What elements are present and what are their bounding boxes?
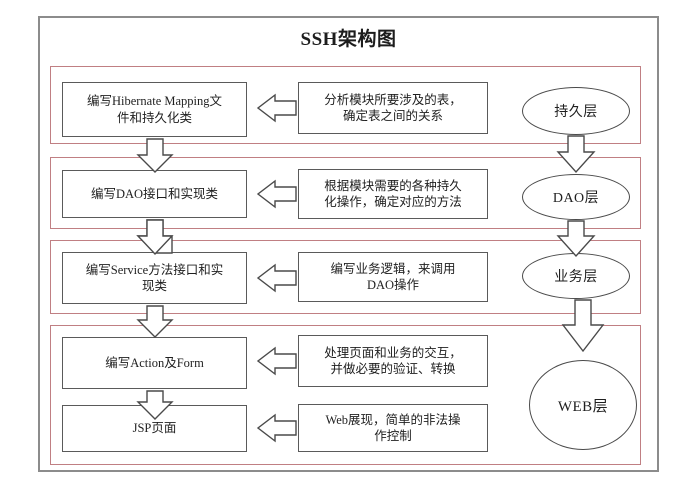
layer-label: 持久层 bbox=[554, 105, 598, 120]
task-box-dao-interface[interactable]: 编写DAO接口和实现类 bbox=[62, 170, 247, 218]
task-line-2: 现类 bbox=[141, 279, 167, 293]
layer-label: 业务层 bbox=[554, 270, 598, 285]
desc-box-business-logic[interactable]: 编写业务逻辑，来调用 DAO操作 bbox=[298, 252, 488, 302]
task-line-1: JSP页面 bbox=[132, 421, 177, 436]
layer-oval-business[interactable]: 业务层 bbox=[522, 253, 630, 299]
layer-oval-persistence[interactable]: 持久层 bbox=[522, 87, 630, 135]
task-line-1: 编写Hibernate Mapping文 bbox=[86, 94, 223, 108]
task-line-1: 编写Action及Form bbox=[105, 355, 204, 370]
desc-line-1: 处理页面和业务的交互， bbox=[324, 345, 462, 360]
task-line-1: 编写DAO接口和实现类 bbox=[90, 186, 219, 201]
desc-box-analyze-tables[interactable]: 分析模块所要涉及的表， 确定表之间的关系 bbox=[298, 82, 488, 134]
task-line-1: 编写Service方法接口和实 bbox=[85, 262, 224, 277]
task-box-service-method[interactable]: 编写Service方法接口和实 现类 bbox=[62, 252, 247, 304]
layer-label: WEB层 bbox=[557, 398, 609, 415]
desc-line-1: 分析模块所要涉及的表， bbox=[324, 92, 462, 107]
task-box-jsp-page[interactable]: JSP页面 bbox=[62, 405, 247, 452]
layer-oval-dao[interactable]: DAO层 bbox=[522, 174, 630, 220]
layer-label: DAO层 bbox=[552, 191, 600, 206]
layer-oval-web[interactable]: WEB层 bbox=[529, 360, 637, 450]
desc-line-2: 并做必要的验证、转换 bbox=[330, 362, 456, 376]
page-title: SSH架构图 bbox=[300, 29, 397, 50]
desc-line-2: DAO操作 bbox=[366, 278, 420, 292]
desc-line-2: 确定表之间的关系 bbox=[342, 109, 443, 123]
desc-line-2: 化操作，确定对应的方法 bbox=[324, 195, 462, 209]
band-persistence bbox=[50, 66, 641, 144]
desc-line-1: 编写业务逻辑，来调用 bbox=[330, 261, 456, 276]
desc-line-2: 作控制 bbox=[374, 429, 412, 443]
task-box-action-form[interactable]: 编写Action及Form bbox=[62, 337, 247, 389]
band-service bbox=[50, 240, 641, 314]
band-web bbox=[50, 325, 641, 465]
desc-line-1: Web展现，简单的非法操 bbox=[325, 412, 461, 427]
task-line-2: 件和持久化类 bbox=[116, 110, 192, 125]
desc-box-persist-ops[interactable]: 根据模块需要的各种持久 化操作，确定对应的方法 bbox=[298, 169, 488, 219]
task-box-hibernate-mapping[interactable]: 编写Hibernate Mapping文 件和持久化类 bbox=[62, 82, 247, 137]
desc-box-page-interact[interactable]: 处理页面和业务的交互， 并做必要的验证、转换 bbox=[298, 335, 488, 387]
band-dao bbox=[50, 157, 641, 229]
desc-box-web-present[interactable]: Web展现，简单的非法操 作控制 bbox=[298, 404, 488, 452]
desc-line-1: 根据模块需要的各种持久 bbox=[324, 178, 462, 193]
